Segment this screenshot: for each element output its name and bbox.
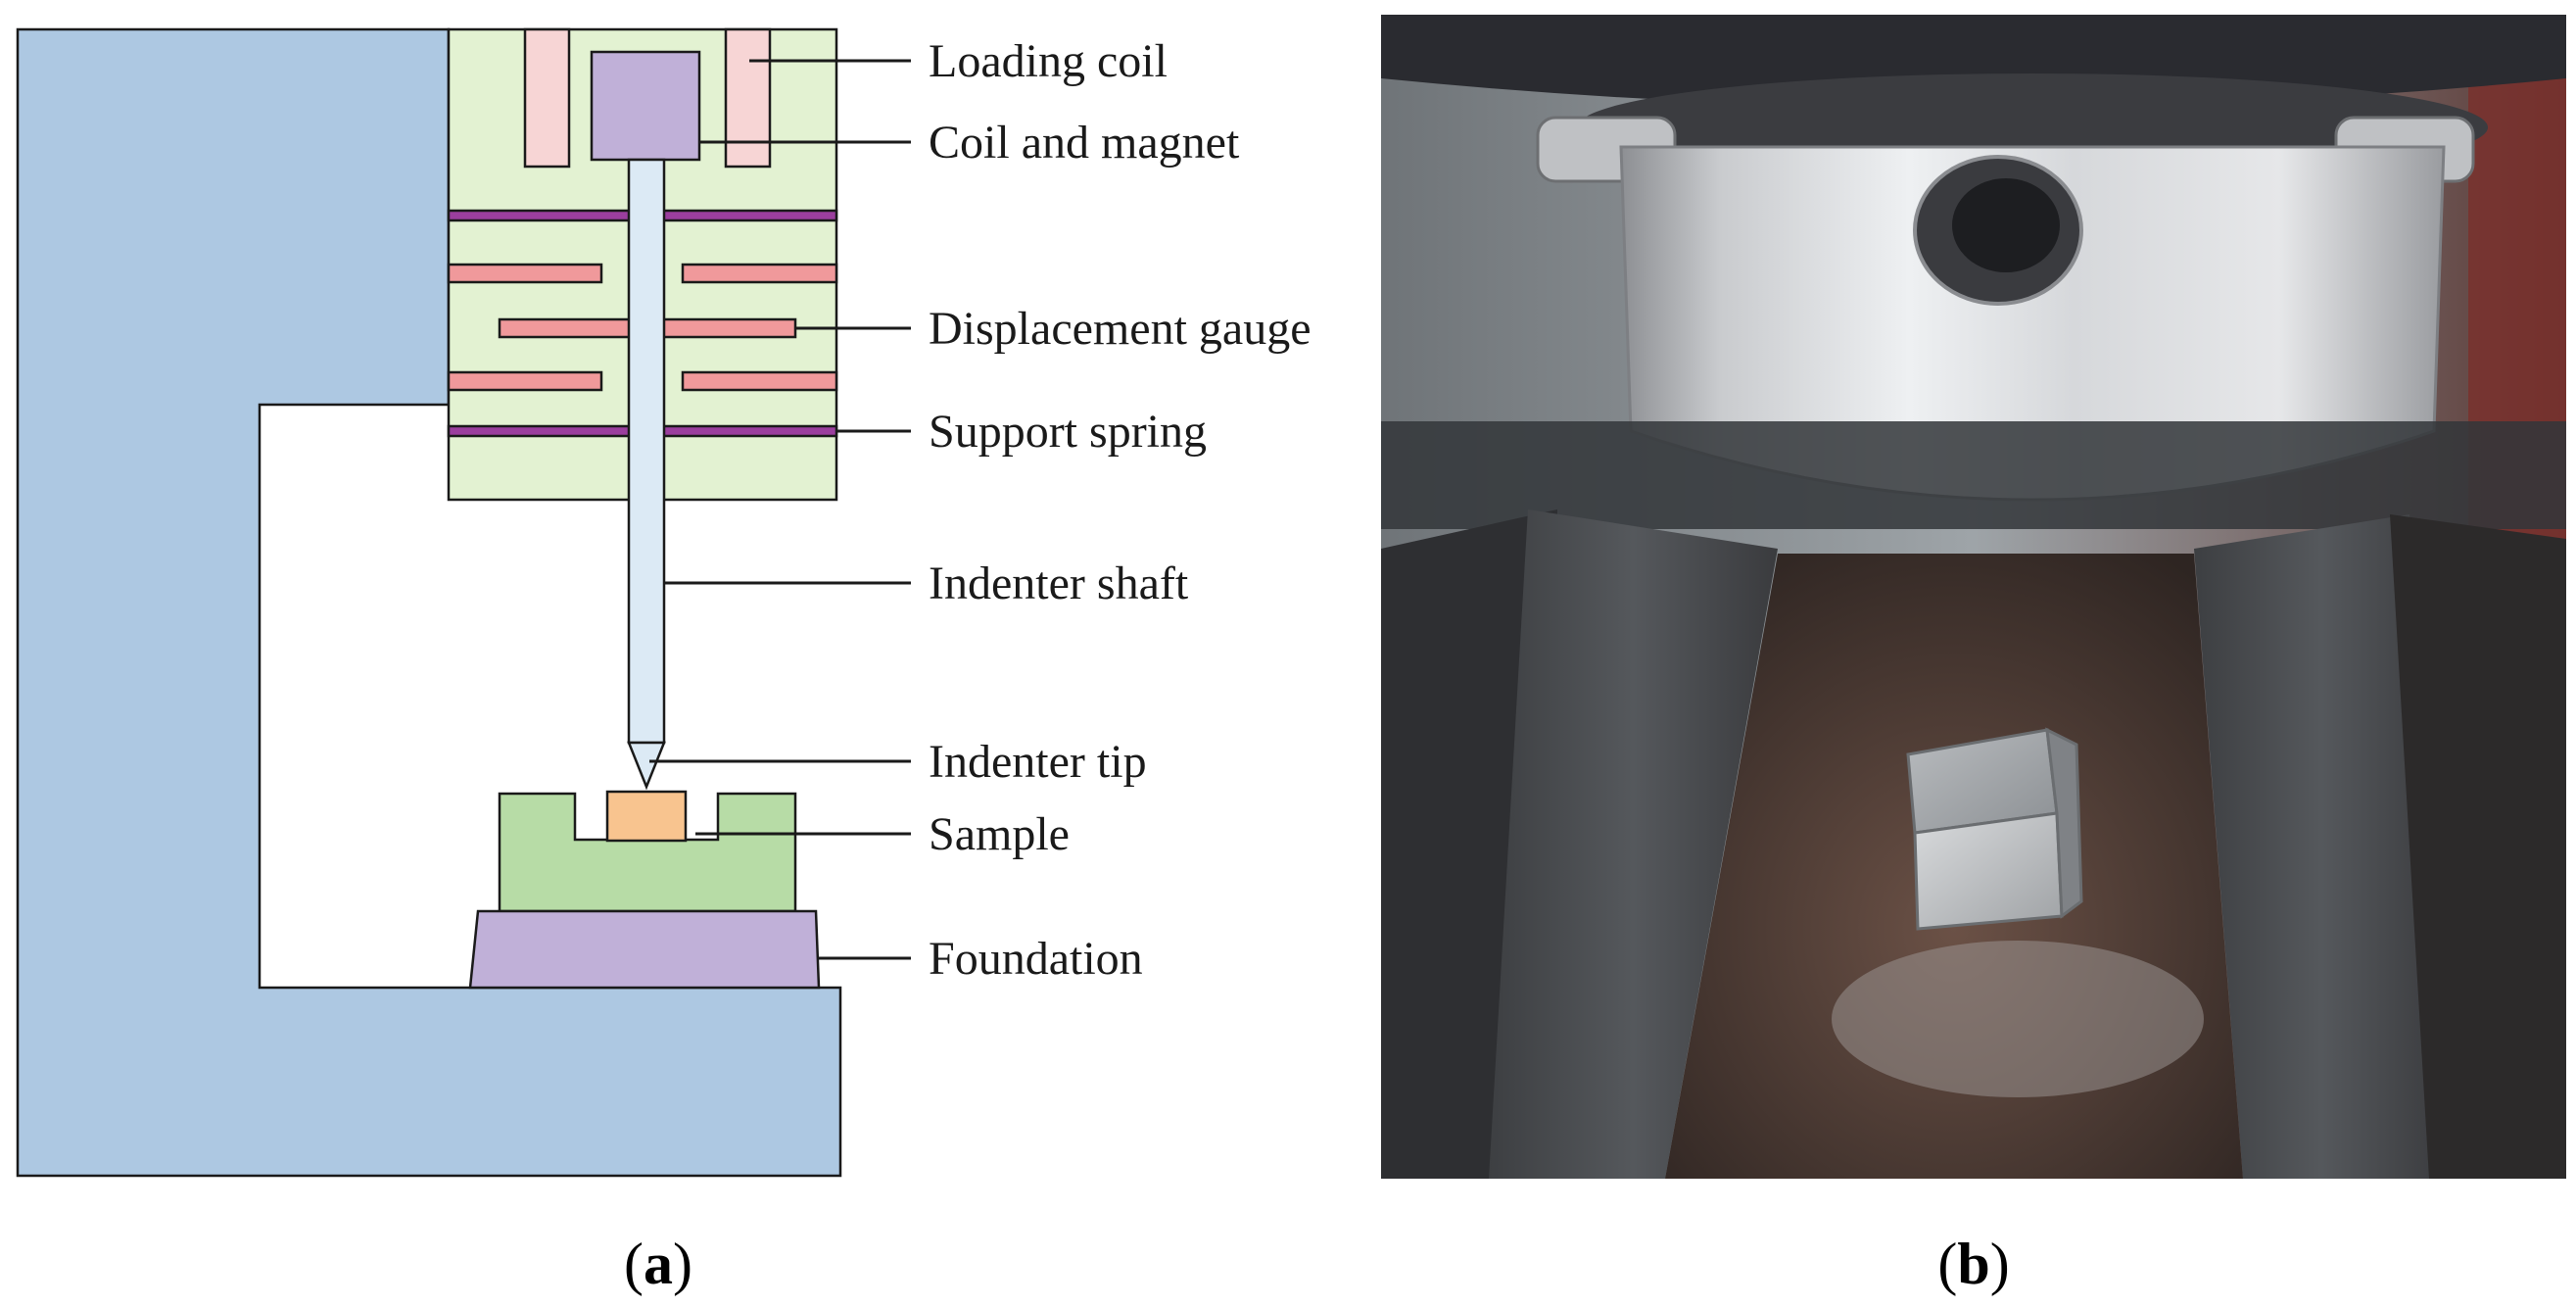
photo-panel-b: (b) [1381, 15, 2566, 1296]
gauge-plate [447, 370, 603, 392]
label-coil-and-magnet: Coil and magnet [929, 117, 1240, 169]
label-support-spring: Support spring [929, 406, 1207, 458]
foundation [468, 909, 821, 990]
indenter-tip [627, 741, 666, 791]
gauge-plate [681, 370, 838, 392]
indenter-shaft [627, 158, 666, 745]
loading-coil-left [523, 27, 571, 169]
caption-a: (a) [624, 1232, 692, 1296]
gauge-plate [447, 263, 603, 284]
label-foundation: Foundation [929, 933, 1143, 985]
gauge-plate [681, 263, 838, 284]
schematic-panel-a: Loading coil Coil and magnet Displacemen… [16, 27, 1312, 1296]
label-indenter-shaft: Indenter shaft [929, 557, 1189, 609]
caption-b: (b) [1937, 1232, 2009, 1296]
loading-coil-right [724, 27, 772, 169]
label-sample: Sample [929, 808, 1070, 860]
sample [605, 790, 688, 843]
label-loading-coil: Loading coil [929, 35, 1168, 87]
label-displacement-gauge: Displacement gauge [929, 303, 1312, 355]
indenter-photo [1381, 15, 2566, 1179]
label-indenter-tip: Indenter tip [929, 736, 1147, 788]
coil-and-magnet [590, 50, 701, 162]
leader-lines [649, 59, 911, 960]
